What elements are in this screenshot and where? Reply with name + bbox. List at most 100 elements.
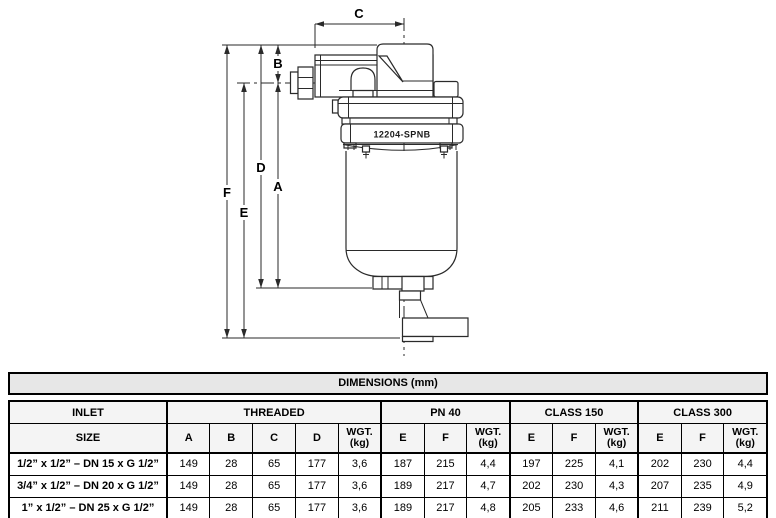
table-title: DIMENSIONS (mm): [8, 372, 768, 395]
reference-lines: [222, 24, 400, 338]
dim-label-f: F: [223, 185, 231, 200]
cell-c: 65: [252, 474, 297, 498]
device-clamp-ring: 12204-SPNB: [341, 124, 463, 148]
table-row: 3/4” x 1/2” – DN 20 x G 1/2” 149 28 65 1…: [8, 474, 768, 498]
cell-wgt-class300: 4,4: [723, 452, 768, 476]
cell-d: 177: [295, 496, 339, 518]
cell-c: 65: [252, 452, 297, 476]
cell-f-class150: 233: [552, 496, 596, 518]
cell-e-class150: 197: [509, 452, 554, 476]
group-header-threaded: THREADED: [166, 400, 383, 424]
device-drawing: 12204-SPNB: [291, 44, 469, 342]
dimensions-table-section: DIMENSIONS (mm) INLET THREADED PN 40 CLA…: [8, 372, 768, 518]
device-yoke: [379, 56, 403, 82]
cell-f-pn40: 215: [423, 452, 468, 476]
cell-d: 177: [295, 474, 339, 498]
cell-wgt-class300: 5,2: [723, 496, 768, 518]
cell-f-pn40: 217: [423, 496, 468, 518]
dim-line-c: C: [315, 6, 404, 27]
dim-label-e: E: [240, 205, 249, 220]
cell-c: 65: [252, 496, 297, 518]
cell-wgt-pn40: 4,8: [466, 496, 511, 518]
cell-wgt-threaded: 3,6: [337, 496, 383, 518]
col-header-f-pn40: F: [423, 423, 468, 454]
cell-e-class300: 211: [637, 496, 682, 518]
cell-wgt-class300: 4,9: [723, 474, 768, 498]
cell-a: 149: [166, 496, 211, 518]
col-header-d: D: [295, 423, 339, 454]
group-header-pn40: PN 40: [380, 400, 511, 424]
col-header-wgt-class150: WGT.(kg): [594, 423, 640, 454]
cell-d: 177: [295, 452, 339, 476]
device-flange: [333, 97, 464, 118]
cell-b: 28: [209, 474, 254, 498]
group-header-inlet: INLET: [8, 400, 168, 424]
cell-f-class150: 230: [552, 474, 596, 498]
cell-e-pn40: 187: [380, 452, 425, 476]
device-arch: [339, 68, 433, 97]
cell-e-pn40: 189: [380, 496, 425, 518]
cell-e-class300: 207: [637, 474, 682, 498]
device-outlet-port: [434, 82, 458, 98]
cell-a: 149: [166, 474, 211, 498]
dimensions-table: INLET THREADED PN 40 CLASS 150 CLASS 300…: [8, 400, 768, 518]
group-header-class150: CLASS 150: [509, 400, 640, 424]
dim-line-f: F: [219, 45, 235, 338]
col-header-a: A: [166, 423, 211, 454]
col-header-size: SIZE: [8, 423, 168, 454]
col-header-b: B: [209, 423, 254, 454]
device-clamp-bolts: [363, 146, 448, 159]
dim-label-c: C: [354, 6, 364, 21]
cell-wgt-pn40: 4,4: [466, 452, 511, 476]
dimension-diagram: F E D B A: [219, 6, 776, 368]
device-bowl: [343, 145, 458, 277]
device-inlet-fitting: [291, 67, 314, 99]
col-header-wgt-threaded: WGT.(kg): [337, 423, 383, 454]
cell-e-class150: 202: [509, 474, 554, 498]
cell-e-class150: 205: [509, 496, 554, 518]
cell-f-class300: 235: [680, 474, 725, 498]
cell-e-class300: 202: [637, 452, 682, 476]
cell-f-pn40: 217: [423, 474, 468, 498]
group-header-row: INLET THREADED PN 40 CLASS 150 CLASS 300: [8, 400, 768, 424]
column-header-row: SIZE A B C D WGT.(kg) E F WGT.(kg) E F W…: [8, 423, 768, 454]
dim-label-b: B: [273, 56, 282, 71]
cell-wgt-class150: 4,1: [594, 452, 640, 476]
group-header-class300: CLASS 300: [637, 400, 768, 424]
table-row: 1” x 1/2” – DN 25 x G 1/2” 149 28 65 177…: [8, 496, 768, 518]
col-header-wgt-pn40: WGT.(kg): [466, 423, 511, 454]
col-header-e-class300: E: [637, 423, 682, 454]
cell-f-class300: 239: [680, 496, 725, 518]
cell-wgt-class150: 4,3: [594, 474, 640, 498]
col-header-e-pn40: E: [380, 423, 425, 454]
cell-f-class150: 225: [552, 452, 596, 476]
dim-line-b-a: B A: [270, 45, 286, 288]
dim-line-e: E: [236, 83, 252, 338]
cell-b: 28: [209, 496, 254, 518]
cell-a: 149: [166, 452, 211, 476]
cell-wgt-threaded: 3,6: [337, 474, 383, 498]
cell-wgt-class150: 4,6: [594, 496, 640, 518]
device-base: [403, 318, 469, 342]
cell-b: 28: [209, 452, 254, 476]
size-cell: 1” x 1/2” – DN 25 x G 1/2”: [8, 496, 168, 518]
col-header-f-class150: F: [552, 423, 596, 454]
table-row: 1/2” x 1/2” – DN 15 x G 1/2” 149 28 65 1…: [8, 452, 768, 476]
dim-label-a: A: [273, 179, 283, 194]
size-cell: 3/4” x 1/2” – DN 20 x G 1/2”: [8, 474, 168, 498]
col-header-c: C: [252, 423, 297, 454]
cell-e-pn40: 189: [380, 474, 425, 498]
cell-f-class300: 230: [680, 452, 725, 476]
col-header-wgt-class300: WGT.(kg): [723, 423, 768, 454]
device-marking: 12204-SPNB: [373, 130, 430, 140]
col-header-e-class150: E: [509, 423, 554, 454]
device-gasket-ring: [342, 118, 457, 124]
col-header-f-class300: F: [680, 423, 725, 454]
cell-wgt-pn40: 4,7: [466, 474, 511, 498]
size-cell: 1/2” x 1/2” – DN 15 x G 1/2”: [8, 452, 168, 476]
device-cap: [377, 44, 433, 97]
device-drain: [373, 277, 433, 319]
dim-label-d: D: [256, 160, 265, 175]
cell-wgt-threaded: 3,6: [337, 452, 383, 476]
